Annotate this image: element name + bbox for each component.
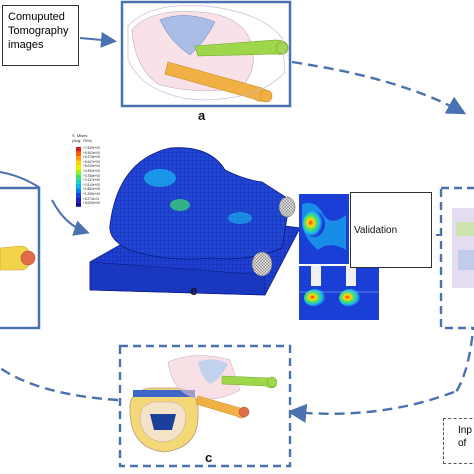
fe-legend-value: +0.000e+00: [83, 201, 101, 206]
fe-legend-swatch: [76, 193, 81, 198]
right-panel: [439, 186, 474, 330]
fe-legend-value: +1.255e+00: [83, 191, 101, 196]
fe-connector-bottom: [251, 251, 273, 277]
fe-legend-swatch: [76, 165, 81, 170]
skin-outline: [127, 5, 286, 101]
panel-c-label: c: [205, 450, 213, 465]
arrow-left-to-e: [51, 199, 90, 236]
fe-legend-value: +1.882e+00: [83, 187, 101, 192]
validation-post-right: [346, 266, 356, 286]
fe-legend-swatch: [76, 160, 81, 166]
ct-images-label: Comuputed Tomography images: [8, 11, 69, 51]
arrow-c-to-left: [0, 367, 119, 402]
input-label-line2: of: [458, 438, 467, 449]
right-panel-image-accent: [456, 222, 474, 236]
validation-box: [350, 192, 432, 268]
fe-stress-patch-3: [228, 212, 252, 224]
femur-green-head: [275, 41, 289, 55]
fe-legend-swatch: [76, 151, 81, 157]
fe-legend-swatch: [76, 188, 81, 193]
fe-legend-value: +4.392e+00: [83, 168, 101, 173]
fe-legend-value: +2.510e+00: [83, 182, 101, 187]
input-label-line1: Inp: [458, 425, 472, 436]
fe-legend-value: +7.530e+00: [83, 146, 101, 150]
fe-legend-swatch: [76, 202, 81, 207]
validation-bottom-hot-right: [339, 289, 363, 307]
fe-connector-top: [278, 196, 296, 218]
input-box: Inp of: [443, 418, 474, 464]
panel-a: [120, 0, 292, 108]
fe-legend-value: +3.137e+00: [83, 178, 101, 183]
fe-legend-title-line1: S, Mises: [72, 133, 88, 138]
validation-bottom-hot-left: [304, 289, 328, 307]
fe-legend-title-line2: (Avg: 75%): [72, 138, 92, 143]
fe-legend-swatch: [76, 156, 81, 161]
c-spine-shape: [198, 359, 228, 384]
fe-legend-title: S, Mises (Avg: 75%): [72, 133, 92, 143]
left-limb-end: [20, 250, 36, 266]
fe-legend-swatch: [76, 197, 81, 203]
fe-legend-swatch: [76, 174, 81, 180]
panel-c: [118, 344, 292, 468]
cross-section-organ: [150, 414, 176, 430]
fe-base-plate-front: [89, 261, 266, 296]
panel-e: [76, 147, 301, 296]
fe-legend-swatch: [76, 170, 81, 175]
panel-a-label: a: [198, 108, 206, 123]
fe-legend-value: +5.020e+00: [83, 164, 101, 169]
validation-hotspot: [303, 211, 325, 237]
fe-legend-value: +6.275e+00: [83, 155, 101, 160]
spine-shape: [159, 15, 216, 56]
right-panel-image-accent-2: [458, 250, 474, 270]
fe-legend-value: +3.765e+00: [83, 173, 101, 178]
arrow-top-left: [0, 171, 41, 189]
validation-images: [299, 194, 379, 320]
c-femur-green-head: [266, 376, 278, 388]
arrow-a-to-right: [291, 60, 467, 115]
arrow-input-to-c: [287, 390, 455, 423]
fe-legend-value: +6.902e+00: [83, 150, 101, 155]
fe-legend-value: +6.274e-01: [83, 196, 100, 201]
fe-legend-value: +5.647e+00: [83, 159, 101, 164]
arrow-ct-to-a: [79, 31, 117, 48]
fe-legend-swatch: [76, 179, 81, 184]
arrow-right-to-input: [454, 319, 474, 393]
panel-e-label: e: [190, 283, 198, 298]
cross-section-top: [133, 390, 195, 397]
femur-orange-head: [259, 89, 273, 103]
fe-stress-patch-2: [170, 199, 190, 211]
fe-legend-swatch: [76, 183, 81, 189]
fe-legend-swatch: [76, 147, 81, 152]
ct-images-box: Comuputed Tomography images: [2, 5, 79, 66]
fe-stress-patch-1: [144, 169, 176, 187]
c-femur-orange-head: [238, 406, 250, 418]
right-panel-image: [452, 208, 474, 288]
fe-legend-colorbar: [76, 147, 81, 207]
fe-legend-values: +7.530e+00+6.902e+00+6.275e+00+5.647e+00…: [83, 146, 100, 206]
left-model: [0, 186, 41, 330]
validation-label: Validation: [354, 225, 398, 236]
validation-post-left: [311, 266, 321, 286]
